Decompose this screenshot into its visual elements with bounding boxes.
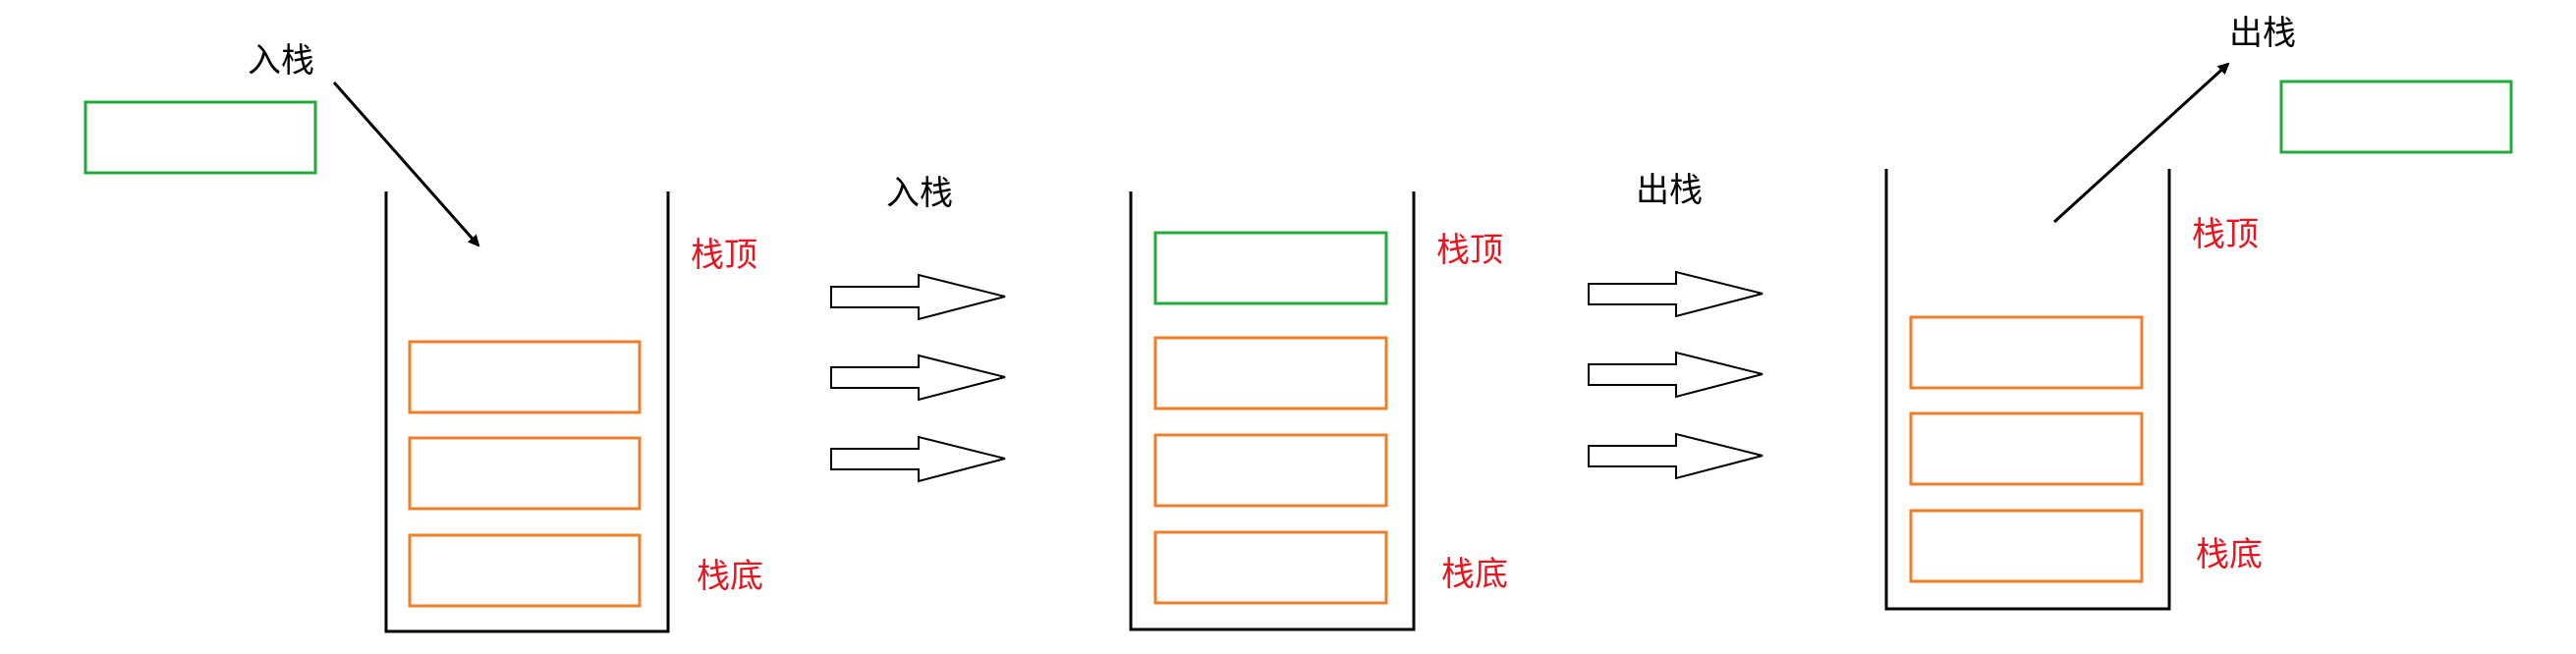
stack-container-1 — [384, 191, 670, 633]
push-label-top: 入栈 — [248, 41, 314, 81]
pop-label-middle: 出栈 — [1636, 171, 1703, 210]
pop-transition-arrow-1 — [1588, 270, 1764, 318]
push-transition-arrow-2 — [830, 354, 1006, 402]
pop-transition-arrow-2 — [1588, 351, 1764, 399]
stack2-box-pushed — [1153, 231, 1388, 305]
stack3-top-label: 栈顶 — [2192, 215, 2259, 254]
pop-label-top: 出栈 — [2229, 14, 2296, 53]
stack2-box-4 — [1153, 530, 1388, 605]
stack-container-3 — [1884, 169, 2171, 611]
incoming-element-box — [84, 100, 317, 175]
stack2-box-2 — [1153, 336, 1388, 410]
pop-arrow — [2052, 62, 2230, 224]
push-label-middle: 入栈 — [886, 174, 953, 213]
stack1-box-bottom — [408, 533, 642, 608]
stack2-box-3 — [1153, 433, 1388, 508]
stack3-box-middle — [1909, 411, 2144, 486]
stack1-box-middle — [408, 436, 642, 511]
stack3-box-top — [1909, 315, 2144, 390]
pop-transition-arrow-3 — [1588, 432, 1764, 480]
popped-element-box — [2279, 80, 2513, 154]
push-transition-arrow-1 — [830, 273, 1006, 321]
stack1-box-top — [408, 340, 642, 414]
stack3-bottom-label: 栈底 — [2196, 535, 2263, 574]
stack2-bottom-label: 栈底 — [1441, 555, 1508, 594]
stack1-top-label: 栈顶 — [691, 236, 757, 275]
stack1-bottom-label: 栈底 — [697, 557, 763, 596]
stack3-box-bottom — [1909, 509, 2144, 583]
push-arrow — [332, 82, 480, 247]
stack-container-2 — [1129, 191, 1416, 631]
push-transition-arrow-3 — [830, 435, 1006, 483]
stack2-top-label: 栈顶 — [1436, 231, 1503, 270]
